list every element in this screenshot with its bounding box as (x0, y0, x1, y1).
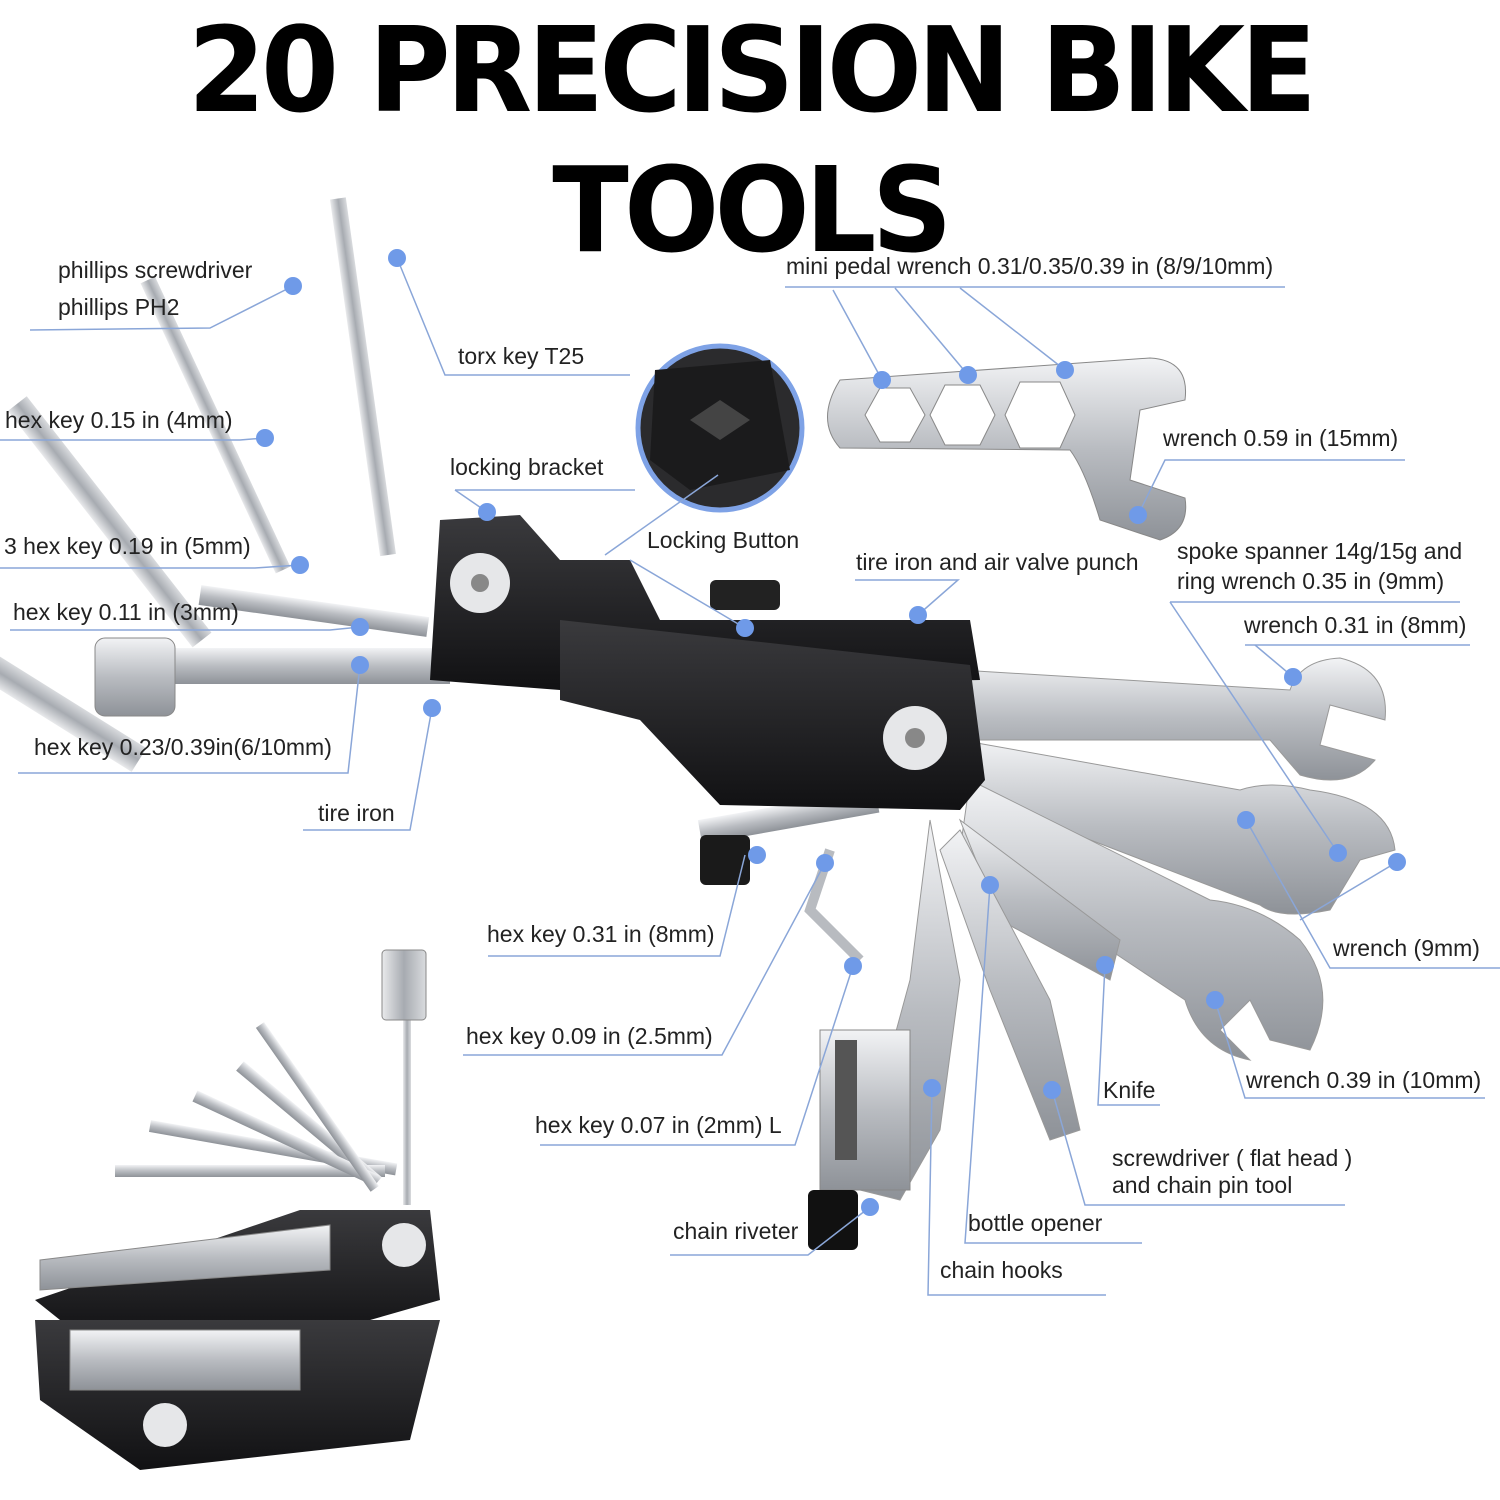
dot-wrench9b (1388, 853, 1406, 871)
label-mini-pedal-wrench: mini pedal wrench 0.31/0.35/0.39 in (8/9… (786, 253, 1274, 279)
mini-pedal-wrench (827, 357, 1187, 541)
locking-button (710, 580, 780, 610)
label-chain-hooks: chain hooks (940, 1257, 1063, 1283)
dot-knife (1096, 956, 1114, 974)
dot-wrench15 (1129, 506, 1147, 524)
label-phillips-screwdriver: phillips screwdriver (58, 257, 253, 283)
label-knife: Knife (1103, 1077, 1156, 1103)
dot-chain-hooks (923, 1079, 941, 1097)
hex-key-4mm (7, 396, 212, 648)
hex-key-8mm-cap (700, 835, 750, 885)
label-hex-key-6-10mm: hex key 0.23/0.39in(6/10mm) (34, 734, 332, 760)
dot-locking-bracket (478, 503, 496, 521)
dot-wrench9a (1237, 811, 1255, 829)
dot-hex8 (748, 846, 766, 864)
dot-pedal-9 (959, 366, 977, 384)
label-wrench-10mm: wrench 0.39 in (10mm) (1246, 1067, 1482, 1093)
label-tire-iron-valve-punch: tire iron and air valve punch (856, 549, 1139, 575)
dot-hex6-10 (351, 656, 369, 674)
folded-tool-view (35, 949, 440, 1470)
locking-button-inset (635, 343, 805, 513)
dot-pedal-10 (1056, 361, 1074, 379)
label-hex-key-2mm: hex key 0.07 in (2mm) L (535, 1112, 782, 1138)
label-bottle-opener: bottle opener (968, 1210, 1103, 1236)
dot-torx (388, 249, 406, 267)
dot-tire-iron-valve (909, 606, 927, 624)
dot-pedal-8 (873, 371, 891, 389)
dot-hex4 (256, 429, 274, 447)
hex-key-5mm (0, 589, 147, 772)
label-tire-iron: tire iron (318, 800, 395, 826)
chain-riveter-thread (835, 1040, 857, 1160)
wrench-8mm (959, 657, 1386, 781)
tool-body (430, 515, 985, 810)
torx-key-bit (329, 197, 396, 557)
label-chain-riveter: chain riveter (673, 1218, 799, 1244)
chain-riveter-handle (808, 1190, 858, 1250)
hex-socket-10mm (94, 637, 176, 717)
wrench-10mm (959, 779, 1324, 1061)
chain-riveter-body (819, 1029, 911, 1191)
dot-spoke (1329, 844, 1347, 862)
label-wrench-8mm: wrench 0.31 in (8mm) (1244, 612, 1467, 638)
dot-flat-head (1043, 1081, 1061, 1099)
label-spoke-spanner: spoke spanner 14g/15g and (1177, 538, 1463, 564)
dot-wrench10 (1206, 991, 1224, 1009)
callout-dots (256, 249, 1406, 1216)
dot-chain-riveter (861, 1198, 879, 1216)
label-locking-button: Locking Button (647, 527, 800, 553)
label-wrench-9mm: wrench (9mm) (1333, 935, 1480, 961)
label-hex-key-4mm: hex key 0.15 in (4mm) (5, 407, 233, 433)
label-ring-wrench-9mm: ring wrench 0.35 in (9mm) (1177, 568, 1445, 594)
flat-screwdriver (939, 829, 1081, 1141)
callout-leaders (0, 257, 1500, 1296)
fanned-hex-keys (0, 197, 450, 772)
dot-hex2 (844, 957, 862, 975)
label-chain-pin-tool: and chain pin tool (1112, 1172, 1293, 1198)
label-hex-key-5mm: 3 hex key 0.19 in (5mm) (4, 533, 251, 559)
dot-hex25 (816, 854, 834, 872)
fanned-wrenches (697, 657, 1396, 1250)
label-torx-key: torx key T25 (458, 343, 585, 369)
dot-hex3 (351, 618, 369, 636)
dot-locking-button (736, 619, 754, 637)
phillips-bit (140, 276, 291, 574)
dot-hex5 (291, 556, 309, 574)
spoke-spanner (959, 739, 1396, 915)
dot-phillips (284, 277, 302, 295)
body-lower-plate (560, 620, 985, 810)
label-hex-key-2-5mm: hex key 0.09 in (2.5mm) (466, 1023, 713, 1049)
label-wrench-15mm: wrench 0.59 in (15mm) (1163, 425, 1399, 451)
page-title: 20 PRECISION BIKE TOOLS (187, 1, 1317, 279)
label-phillips-ph2: phillips PH2 (58, 294, 180, 320)
dot-tire-iron (423, 699, 441, 717)
label-hex-key-8mm: hex key 0.31 in (8mm) (487, 921, 715, 947)
dot-bottle-opener (981, 876, 999, 894)
label-hex-key-3mm: hex key 0.11 in (3mm) (13, 599, 239, 625)
label-locking-bracket: locking bracket (450, 454, 604, 480)
dot-wrench8 (1284, 668, 1302, 686)
label-flat-screwdriver: screwdriver ( flat head ) (1112, 1145, 1353, 1171)
hex-key-3mm (198, 585, 430, 637)
